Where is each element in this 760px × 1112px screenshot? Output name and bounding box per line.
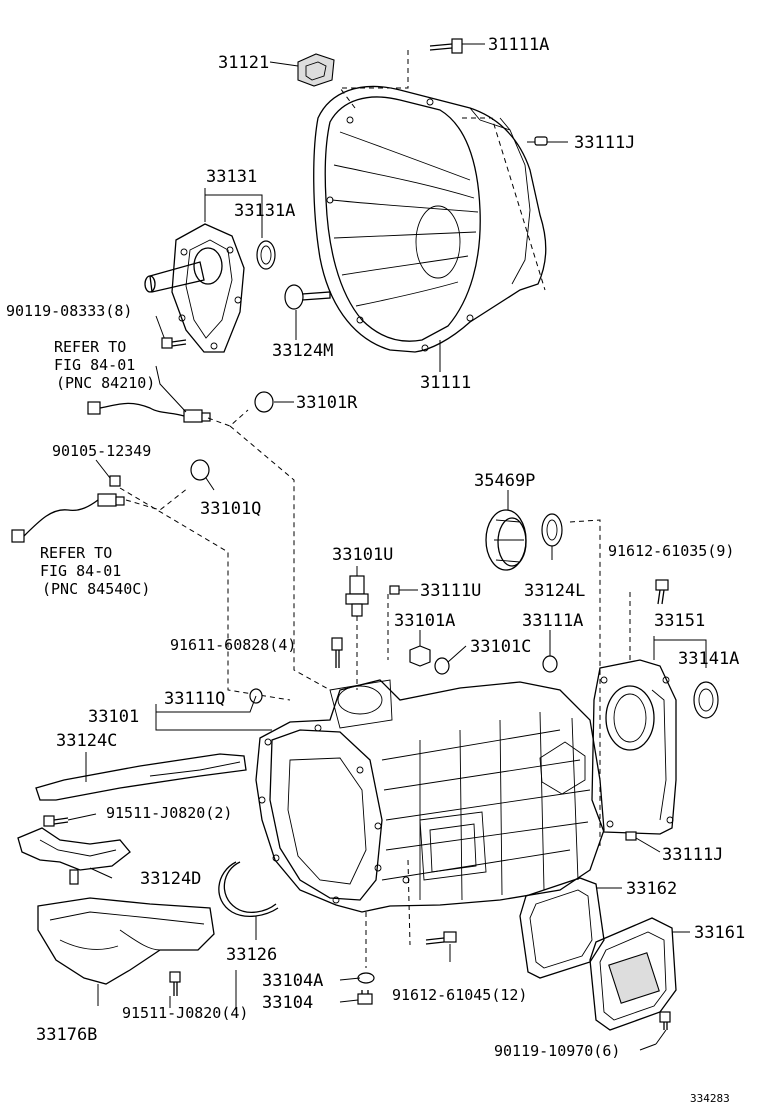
label-31111A: 31111A: [488, 35, 549, 55]
label-33124D: 33124D: [140, 869, 201, 889]
label-33111A: 33111A: [522, 611, 583, 631]
label-33104A: 33104A: [262, 971, 323, 991]
pin-33111J: [534, 136, 548, 146]
extension-housing-33151: [591, 659, 677, 835]
pin-33111J-lower: [625, 831, 637, 841]
label-refer2-a: REFER TO: [40, 544, 112, 562]
label-33124M: 33124M: [272, 341, 333, 361]
sensor-84540C: [11, 459, 125, 543]
seal-33131A: [256, 240, 276, 270]
plug-33101Q: [190, 459, 215, 491]
clutch-housing-31111: [313, 85, 547, 353]
label-31121: 31121: [218, 53, 269, 73]
label-33124C: 33124C: [56, 731, 117, 751]
bolt-90119-08333: [155, 315, 187, 349]
dash-33111J: [462, 117, 546, 291]
plug-33111A-lower: [542, 630, 558, 673]
label-33111J-bottom: 33111J: [662, 845, 723, 865]
bracket-33124C: [35, 752, 247, 801]
part-35469P: [485, 490, 527, 571]
part-33124M: [284, 284, 331, 340]
label-33111Q: 33111Q: [164, 689, 225, 709]
sensor-33101U: [345, 566, 369, 690]
drain-plug-33104: [357, 972, 375, 1005]
label-90105-12349: 90105-12349: [52, 442, 151, 460]
label-33101A: 33101A: [394, 611, 455, 631]
part-31121: [269, 53, 335, 87]
bolt-90119-10970: [655, 1011, 671, 1045]
label-91511-J0820-2: 91511-J0820(2): [106, 804, 232, 822]
part-33124L: [541, 513, 563, 560]
label-33101C: 33101C: [470, 637, 531, 657]
label-90119-10970: 90119-10970(6): [494, 1042, 620, 1060]
bearing-retainer-33131: [144, 223, 245, 353]
label-33161: 33161: [694, 923, 745, 943]
snap-ring-33126: [218, 861, 279, 940]
bolt-91612-61035: [655, 579, 669, 605]
label-33151: 33151: [654, 611, 705, 631]
gasket-33162: [519, 877, 622, 979]
label-33131: 33131: [206, 167, 257, 187]
figure-code: 334283: [690, 1092, 730, 1105]
label-33101Q: 33101Q: [200, 499, 261, 519]
bolt-91612-61045: [425, 931, 457, 962]
label-91612-61045: 91612-61045(12): [392, 986, 527, 1004]
plug-33101A: [409, 630, 431, 667]
seal-33141A: [693, 681, 719, 719]
label-33101U: 33101U: [332, 545, 393, 565]
label-refer2-b: FIG 84-01: [40, 562, 121, 580]
plug-33101C: [434, 645, 467, 675]
label-33111U: 33111U: [420, 581, 481, 601]
bolt-31111A: [429, 38, 485, 54]
cover-33161: [589, 917, 690, 1031]
label-refer1-b: FIG 84-01: [54, 356, 135, 374]
skid-plate-33176B: [37, 897, 215, 1006]
bolt-91611-60828: [331, 637, 343, 668]
label-33176B: 33176B: [36, 1025, 97, 1045]
label-91612-61035: 91612-61035(9): [608, 542, 734, 560]
label-33141A: 33141A: [678, 649, 739, 669]
bolt-91511-J0820-2: [43, 813, 97, 827]
label-33104: 33104: [262, 993, 313, 1013]
label-refer1-a: REFER TO: [54, 338, 126, 356]
label-33111J-top: 33111J: [574, 133, 635, 153]
transmission-case-33101: [255, 679, 605, 913]
plug-33101R: [254, 391, 294, 413]
label-91611-60828: 91611-60828(4): [170, 636, 296, 654]
label-refer2-c: (PNC 84540C): [42, 580, 150, 598]
sensor-84210: [87, 365, 211, 423]
bolt-91511-J0820-4: [169, 971, 181, 996]
label-35469P: 35469P: [474, 471, 535, 491]
label-33131A: 33131A: [234, 201, 295, 221]
dash-31111A: [339, 50, 409, 109]
label-refer1-c: (PNC 84210): [56, 374, 155, 392]
label-33101: 33101: [88, 707, 139, 727]
label-33124L: 33124L: [524, 581, 585, 601]
label-91511-J0820-4: 91511-J0820(4): [122, 1004, 248, 1022]
label-33162: 33162: [626, 879, 677, 899]
pin-33111U: [389, 585, 400, 595]
label-33126: 33126: [226, 945, 277, 965]
label-31111: 31111: [420, 373, 471, 393]
bracket-33124D: [17, 827, 131, 885]
label-90119-08333: 90119-08333(8): [6, 302, 132, 320]
label-33101R: 33101R: [296, 393, 358, 413]
